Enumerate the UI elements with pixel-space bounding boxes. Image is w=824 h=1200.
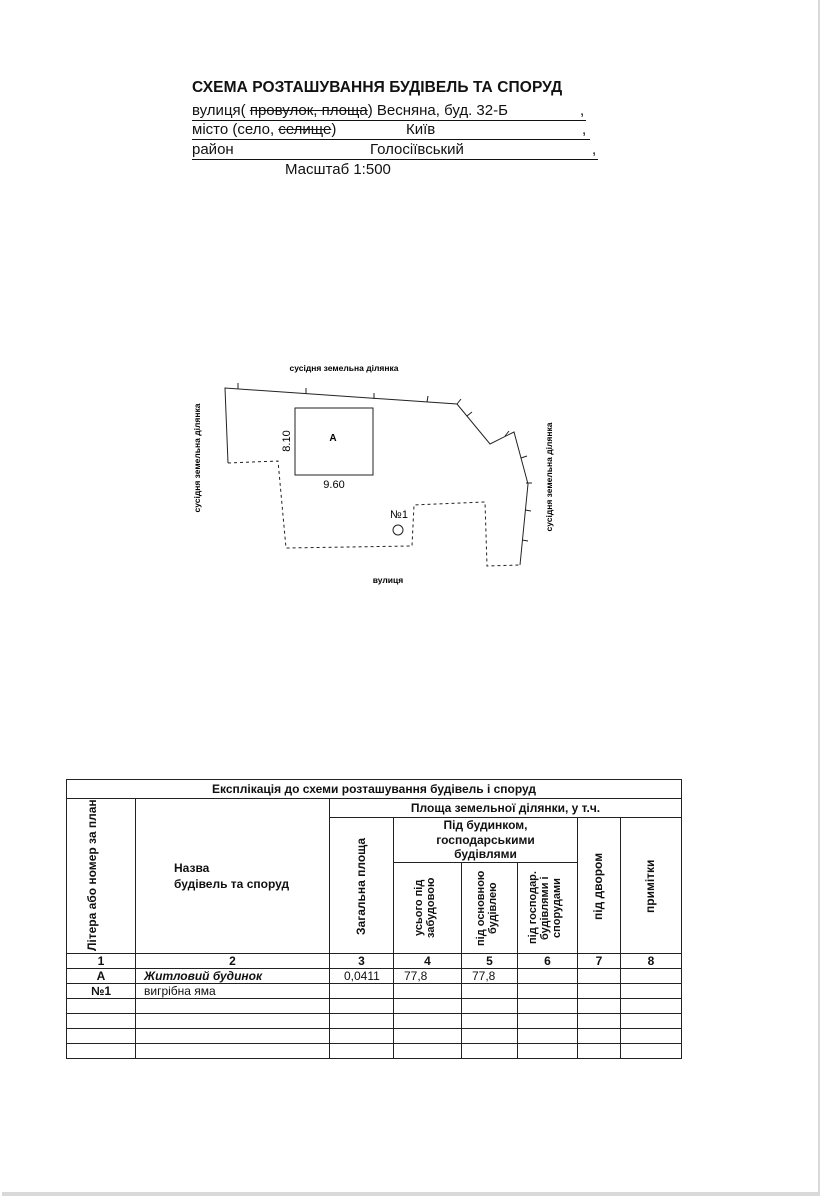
table-row-empty: [66, 1028, 683, 1044]
row-letter: А: [66, 968, 136, 984]
col-number: 7: [577, 953, 621, 969]
row-name: вигрібна яма: [135, 983, 330, 999]
row-main: [461, 983, 518, 999]
row-letter: №1: [66, 983, 136, 999]
plot-boundary-solid: [224, 387, 529, 566]
pit-1-label: №1: [390, 509, 408, 521]
label-neighbour-top: сусідня земельна ділянка: [289, 363, 398, 373]
explication-table: Експлікація до схеми розташування будіве…: [65, 779, 683, 1059]
label-neighbour-left: сусідня земельна ділянка: [192, 403, 202, 512]
table-title: Експлікація до схеми розташування будіве…: [65, 779, 683, 799]
boundary-ticks: [237, 383, 532, 542]
row-all-built: [393, 983, 462, 999]
city-prefix: місто (село,: [192, 121, 275, 138]
table-row: А Житловий будинок 0,0411 77,8 77,8: [66, 968, 683, 984]
row-total: 0,0411: [329, 968, 394, 984]
row-notes: [619, 968, 683, 984]
row-yard: [577, 983, 621, 999]
col-number: 4: [393, 953, 462, 969]
street-line: вулиця( провулок, площа) Весняна, буд. 3…: [192, 102, 586, 121]
row-total: [329, 983, 394, 999]
label-neighbour-right: сусідня земельна ділянка: [544, 422, 554, 531]
building-a-outline: [294, 407, 374, 476]
street-comma: ,: [580, 102, 585, 119]
col-number: 5: [461, 953, 518, 969]
header-total-area: Загальна площа: [329, 817, 394, 954]
district-label: район: [192, 141, 234, 158]
street-suffix: ): [367, 102, 373, 119]
building-width-dimension: 9.60: [323, 479, 344, 491]
header-aux-buildings: під господар. будівлями і спорудами: [517, 862, 578, 954]
header-main-building: під основною будівлею: [461, 862, 518, 954]
building-a-letter: А: [329, 433, 336, 444]
row-aux: [517, 983, 578, 999]
row-aux: [517, 968, 578, 984]
header-notes: примітки: [619, 817, 683, 954]
document-title: СХЕМА РОЗТАШУВАННЯ БУДІВЕЛЬ ТА СПОРУД: [192, 79, 563, 96]
header-letter: Літера або номер за планом: [66, 798, 136, 954]
row-yard: [577, 968, 621, 984]
scale-label: Масштаб 1:500: [285, 161, 391, 178]
table-row-empty: [66, 998, 683, 1014]
row-all-built: 77,8: [393, 968, 462, 984]
header-under-building: Під будинком, господарськими будівлями: [393, 817, 578, 863]
column-number-row: 1 2 3 4 5 6 7 8: [66, 953, 683, 969]
city-struck-text: селище: [278, 121, 332, 138]
building-height-dimension: 8.10: [281, 430, 293, 451]
city-line: місто (село, селище) Київ ,: [192, 121, 590, 140]
district-comma: ,: [592, 141, 597, 158]
header-yard: під двором: [577, 817, 621, 954]
district-line: район Голосіївський ,: [192, 141, 598, 160]
city-comma: ,: [582, 121, 587, 138]
col-number: 6: [517, 953, 578, 969]
district-value: Голосіївський: [370, 141, 464, 158]
col-number: 3: [329, 953, 394, 969]
table-row-empty: [66, 1013, 683, 1029]
header-name: Назва будівель та споруд: [135, 798, 330, 954]
street-struck-text: провулок, площа: [249, 102, 368, 119]
city-value: Київ: [406, 121, 436, 138]
header-area-group: Площа земельної ділянки, у т.ч.: [328, 798, 683, 818]
header-all-built: усього під забудовою: [393, 862, 462, 954]
pit-1-symbol: [392, 524, 404, 536]
table-row: №1 вигрібна яма: [66, 983, 683, 999]
plot-boundary-dashed: [227, 460, 521, 567]
col-number: 8: [619, 953, 683, 969]
street-value: Весняна, буд. 32-Б: [376, 102, 508, 119]
row-notes: [619, 983, 683, 999]
col-number: 2: [135, 953, 330, 969]
street-prefix: вулиця(: [192, 102, 246, 119]
col-number: 1: [66, 953, 136, 969]
row-name: Житловий будинок: [135, 968, 330, 984]
table-row-empty: [66, 1043, 683, 1059]
city-suffix: ): [331, 121, 337, 138]
label-street: вулиця: [373, 575, 403, 585]
row-main: 77,8: [461, 968, 518, 984]
